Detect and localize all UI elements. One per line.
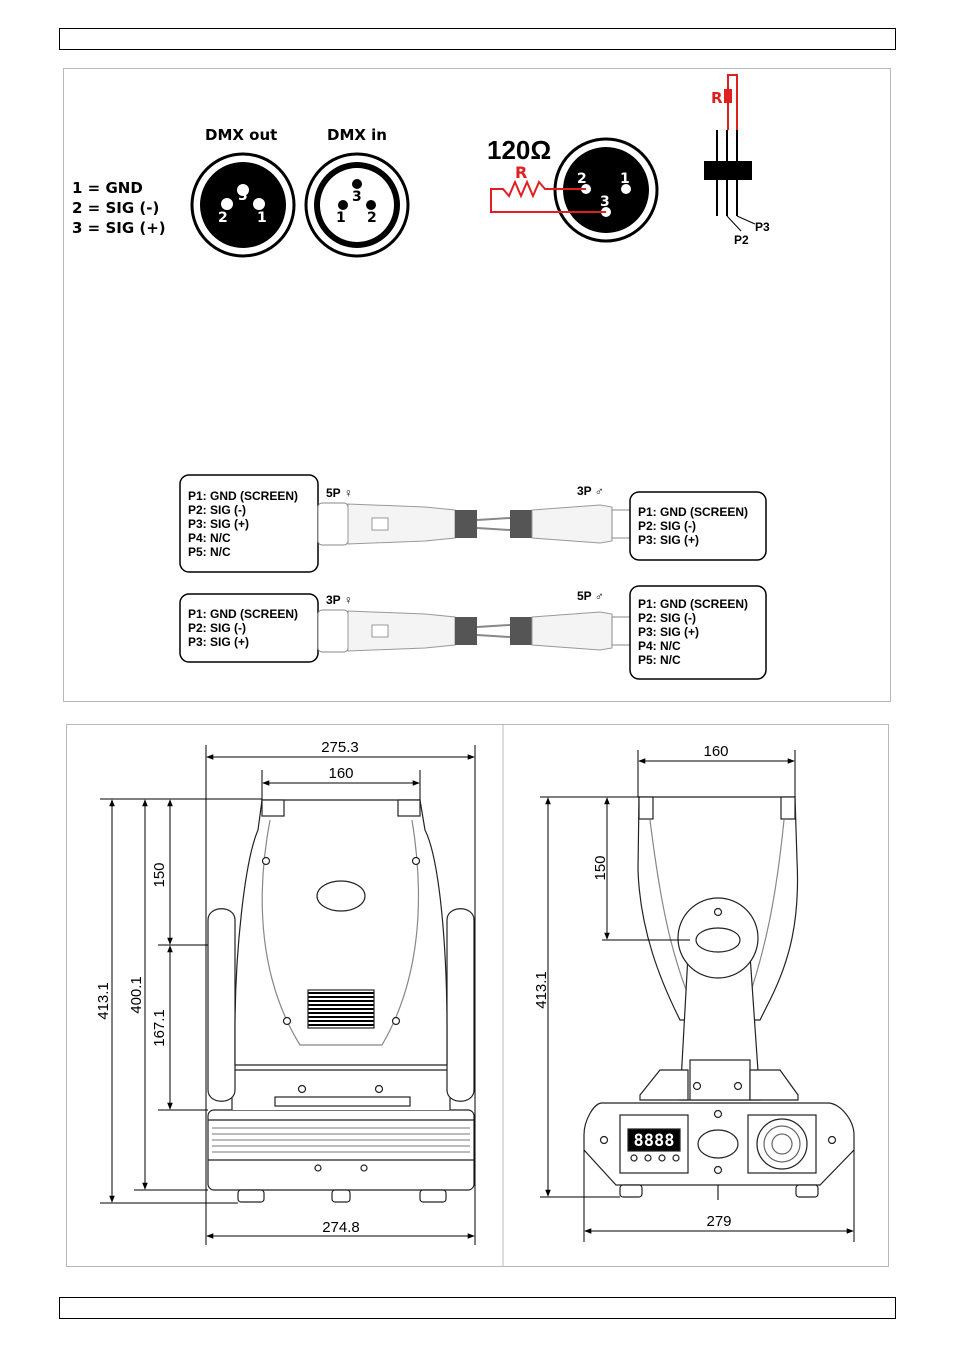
side-view-fixture — [583, 796, 855, 1200]
header-resistor-label: R — [711, 89, 723, 107]
front-height-body: 400.1 — [128, 976, 145, 1014]
term-pin-1: 1 — [620, 171, 630, 187]
cable1-right-line-1: P1: GND (SCREEN) — [638, 505, 748, 519]
front-height-upper: 150 — [151, 862, 168, 887]
pinout-line-2: 2 = SIG (-) — [72, 199, 159, 217]
ohm-label: 120Ω — [487, 135, 551, 165]
front-height-lower: 167.1 — [151, 1009, 168, 1047]
term-pin-2: 2 — [577, 171, 587, 187]
pinout-legend: 1 = GND 2 = SIG (-) 3 = SIG (+) — [72, 179, 166, 237]
cable2-right-line-4: P4: N/C — [638, 639, 681, 653]
side-top-width: 160 — [703, 743, 728, 760]
terminator-connector: 120Ω 2 1 3 R — [487, 135, 659, 243]
cable1-left-plug: 5P ♀ — [326, 486, 353, 500]
out-pin-1: 1 — [257, 210, 267, 226]
cable2-right-line-5: P5: N/C — [638, 653, 681, 667]
adapter-cable-2: P1: GND (SCREEN) P2: SIG (-) P3: SIG (+)… — [179, 585, 767, 680]
side-height-total: 413.1 — [533, 971, 550, 1009]
cable1-right-line-2: P2: SIG (-) — [638, 519, 696, 533]
dmx-in-label: DMX in — [327, 126, 387, 144]
resistor-label: R — [515, 163, 527, 182]
header-pins: R P2 P3 — [704, 74, 770, 247]
dmx-in-connector: DMX in 3 1 2 — [304, 126, 410, 258]
cable1-left-line-2: P2: SIG (-) — [188, 503, 246, 517]
pinout-line-3: 3 = SIG (+) — [72, 219, 166, 237]
adapter-cable-1: P1: GND (SCREEN) P2: SIG (-) P3: SIG (+)… — [179, 474, 767, 573]
pinout-line-1: 1 = GND — [72, 179, 143, 197]
cable2-left-line-1: P1: GND (SCREEN) — [188, 607, 298, 621]
side-view-dimensions — [540, 750, 855, 1242]
front-view-dimensions — [100, 745, 476, 1245]
connector-panel — [63, 68, 891, 702]
side-height-upper: 150 — [592, 855, 609, 880]
cable2-right-line-2: P2: SIG (-) — [638, 611, 696, 625]
front-height-total: 413.1 — [95, 982, 112, 1020]
p2-label: P2 — [734, 233, 749, 247]
in-pin-2: 2 — [367, 210, 377, 226]
cable2-left-line-2: P2: SIG (-) — [188, 621, 246, 635]
display-readout: 8888 — [634, 1131, 675, 1151]
out-pin-3: 3 — [238, 188, 248, 204]
dmx-out-label: DMX out — [205, 126, 277, 144]
cable2-right-plug: 5P ♂ — [577, 589, 604, 603]
front-base-width: 274.8 — [322, 1219, 360, 1236]
p3-label: P3 — [755, 220, 770, 234]
term-pin-3: 3 — [600, 194, 610, 210]
cable2-right-line-1: P1: GND (SCREEN) — [638, 597, 748, 611]
cable1-left-line-4: P4: N/C — [188, 531, 231, 545]
dimension-panel — [66, 724, 889, 1267]
cable1-left-line-3: P3: SIG (+) — [188, 517, 249, 531]
cable2-left-plug: 3P ♀ — [326, 593, 353, 607]
cable2-right-line-3: P3: SIG (+) — [638, 625, 699, 639]
out-pin-2: 2 — [218, 210, 228, 226]
side-base-width: 279 — [706, 1213, 731, 1230]
cable2-left-line-3: P3: SIG (+) — [188, 635, 249, 649]
in-pin-3: 3 — [352, 189, 362, 205]
cable1-left-line-1: P1: GND (SCREEN) — [188, 489, 298, 503]
front-inner-width: 160 — [328, 765, 353, 782]
front-view-fixture — [207, 799, 475, 1203]
cable1-right-line-3: P3: SIG (+) — [638, 533, 699, 547]
dmx-out-connector: DMX out 3 2 1 — [190, 126, 296, 258]
cable1-left-line-5: P5: N/C — [188, 545, 231, 559]
in-pin-1: 1 — [336, 210, 346, 226]
footer-bar — [59, 1297, 896, 1319]
cable1-right-plug: 3P ♂ — [577, 484, 604, 498]
header-bar — [59, 28, 896, 50]
front-top-width: 275.3 — [321, 739, 359, 756]
